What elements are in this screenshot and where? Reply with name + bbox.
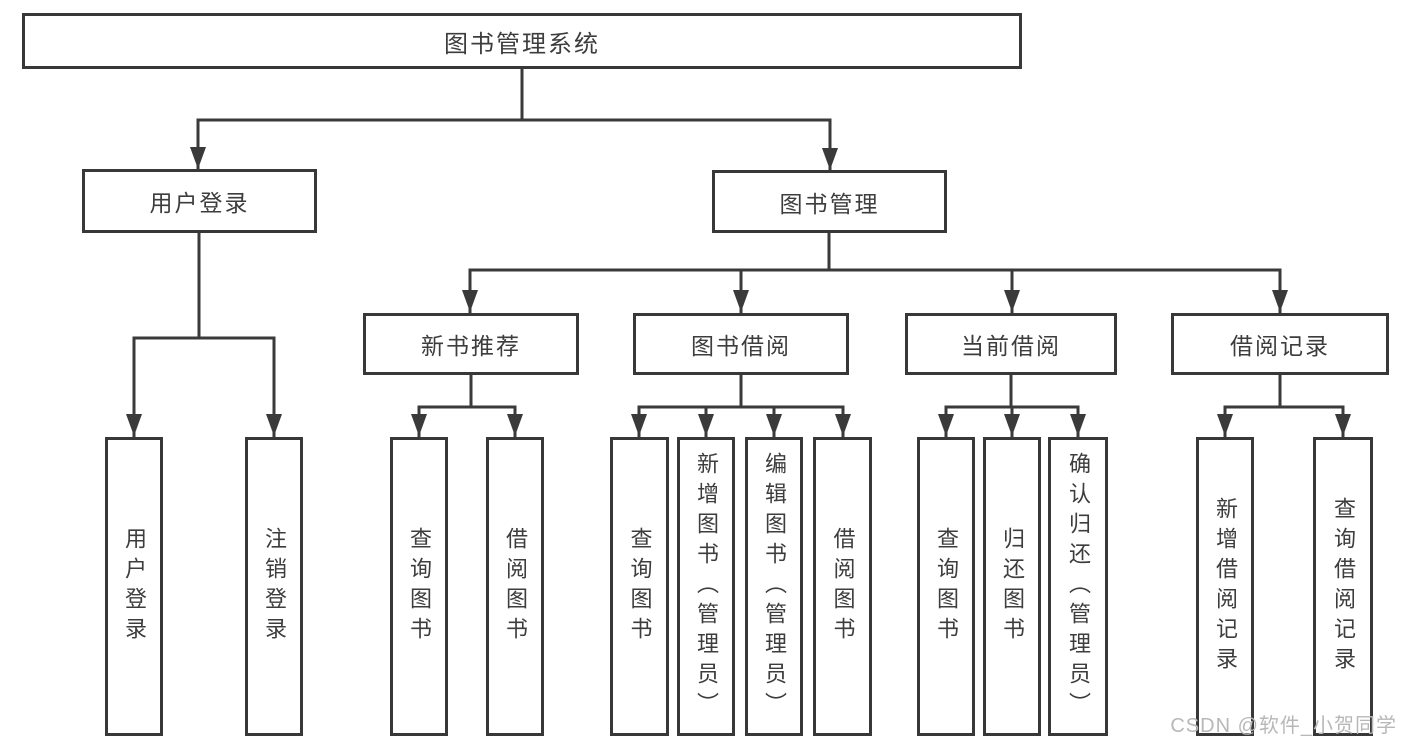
leaf-borrow-books-label: 借阅图书	[830, 526, 856, 647]
leaf-add-borrow-record: 新增借阅记录	[1196, 437, 1254, 736]
arrowheads	[126, 147, 1351, 436]
leaf-borrow-books: 借阅图书	[813, 437, 872, 736]
leaf-query-books-current-label: 查询图书	[934, 526, 959, 647]
node-root: 图书管理系统	[22, 13, 1022, 69]
leaf-return-books: 归还图书	[983, 437, 1041, 736]
connector-record-to-leaves	[1223, 375, 1345, 437]
node-borrow-record-label: 借阅记录	[1230, 333, 1330, 359]
leaf-query-books-recommend-label: 查询图书	[407, 526, 432, 647]
connector-recommend-to-leaves	[417, 375, 517, 437]
node-current-borrow-label: 当前借阅	[961, 333, 1061, 359]
leaf-logout: 注销登录	[245, 437, 303, 736]
csdn-watermark: CSDN @软件_小贺同学	[1170, 715, 1397, 737]
node-user-login-label: 用户登录	[149, 190, 250, 216]
leaf-return-books-label: 归还图书	[1000, 526, 1025, 647]
leaf-confirm-return-admin-label: 确认归还（管理员）	[1066, 451, 1091, 722]
node-borrow-record: 借阅记录	[1171, 313, 1389, 375]
leaf-query-books-borrow-label: 查询图书	[627, 526, 653, 647]
node-book-borrow: 图书借阅	[633, 313, 849, 375]
leaf-query-books-recommend: 查询图书	[390, 437, 448, 736]
node-book-management-label: 图书管理	[779, 190, 880, 217]
leaf-user-login-label: 用户登录	[122, 526, 147, 647]
leaf-query-books-borrow: 查询图书	[610, 437, 669, 736]
leaf-edit-books-admin-label: 编辑图书（管理员）	[762, 451, 787, 722]
leaf-add-borrow-record-label: 新增借阅记录	[1213, 496, 1238, 677]
leaf-add-books-admin: 新增图书（管理员）	[677, 437, 735, 736]
connector-userlogin-to-leaves	[132, 233, 276, 437]
leaf-confirm-return-admin: 确认归还（管理员）	[1048, 437, 1108, 736]
leaf-borrow-books-recommend-label: 借阅图书	[503, 526, 528, 647]
node-current-borrow: 当前借阅	[905, 313, 1117, 375]
leaf-query-borrow-record-label: 查询借阅记录	[1331, 496, 1356, 677]
node-book-management: 图书管理	[712, 170, 947, 233]
node-user-login: 用户登录	[82, 169, 317, 233]
node-new-book-recommend: 新书推荐	[363, 313, 579, 375]
leaf-user-login: 用户登录	[105, 437, 163, 736]
leaf-query-books-current: 查询图书	[917, 437, 975, 736]
connector-root-to-level2	[196, 69, 832, 170]
leaf-add-books-admin-label: 新增图书（管理员）	[694, 451, 719, 722]
connector-bookmgmt-to-level3	[468, 233, 1282, 313]
leaf-edit-books-admin: 编辑图书（管理员）	[745, 437, 803, 736]
node-book-borrow-label: 图书借阅	[691, 333, 791, 359]
node-new-book-recommend-label: 新书推荐	[421, 333, 521, 359]
leaf-query-borrow-record: 查询借阅记录	[1313, 437, 1373, 736]
connector-borrow-to-leaves	[637, 375, 845, 437]
leaf-borrow-books-recommend: 借阅图书	[486, 437, 544, 736]
leaf-logout-label: 注销登录	[262, 526, 287, 647]
node-root-label: 图书管理系统	[444, 30, 600, 58]
